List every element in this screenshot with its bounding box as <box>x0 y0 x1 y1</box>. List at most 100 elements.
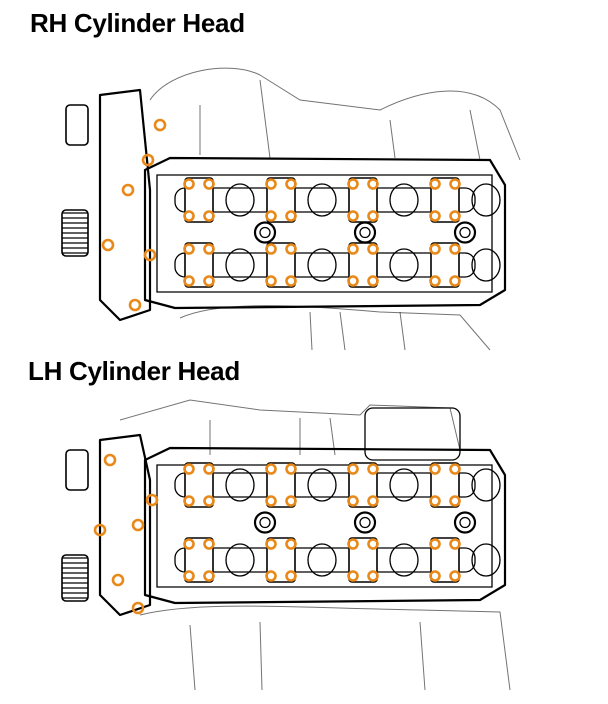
throttle-body <box>364 407 461 461</box>
cam-lobe <box>389 468 419 502</box>
camshaft-cap-bolt <box>203 495 215 507</box>
camshaft-bearing-cap <box>348 242 378 288</box>
camshaft-cap-bolt <box>265 570 277 582</box>
camshaft-bearing-cap <box>184 242 214 288</box>
camshaft-cap-bolt <box>285 178 297 190</box>
cam-lobe <box>225 468 255 502</box>
head-perimeter-bolt <box>101 238 115 252</box>
cam-lobe <box>307 543 337 577</box>
head-perimeter-bolt <box>143 248 157 262</box>
camshaft-cap-bolt <box>429 570 441 582</box>
camshaft-cap-bolt <box>449 275 461 287</box>
cylinder-head-inner-edge <box>156 174 493 293</box>
camshaft-cap-bolt <box>203 463 215 475</box>
camshaft-cap-bolt <box>285 570 297 582</box>
camshaft-cap-bolt <box>367 538 379 550</box>
camshaft-cap-bolt <box>265 210 277 222</box>
camshaft-bearing-cap <box>348 177 378 223</box>
intake-camshaft <box>174 187 476 213</box>
camshaft-cap-bolt <box>429 463 441 475</box>
camshaft-cap-bolt <box>429 243 441 255</box>
camshaft-cap-bolt <box>347 570 359 582</box>
camshaft-cap-bolt <box>183 495 195 507</box>
head-perimeter-bolt <box>111 573 125 587</box>
camshaft-cap-bolt <box>265 243 277 255</box>
cylinder-head-inner-edge <box>156 464 493 588</box>
camshaft-bearing-cap <box>348 462 378 508</box>
head-perimeter-bolt <box>103 453 117 467</box>
exhaust-camshaft <box>174 252 476 278</box>
camshaft-cap-bolt <box>285 495 297 507</box>
camshaft-cap-bolt <box>449 495 461 507</box>
camshaft-cap-bolt <box>203 178 215 190</box>
head-perimeter-bolt <box>145 493 159 507</box>
rh-cylinder-head-diagram <box>61 67 521 351</box>
lh-cylinder-head-title: LH Cylinder Head <box>28 356 240 386</box>
camshaft-cap-bolt <box>183 570 195 582</box>
camshaft-cap-bolt <box>367 178 379 190</box>
cam-lobe <box>225 543 255 577</box>
camshaft-bearing-cap <box>184 537 214 583</box>
camshaft-bearing-cap <box>266 177 296 223</box>
camshaft-cap-bolt <box>449 243 461 255</box>
camshaft-cap-bolt <box>183 538 195 550</box>
camshaft-cap-bolt <box>183 275 195 287</box>
cylinder-head-perimeter <box>143 446 507 605</box>
camshaft-bearing-cap <box>430 462 460 508</box>
spark-plug-tube <box>353 221 377 244</box>
head-perimeter-bolt <box>131 601 145 615</box>
block-detail-lines <box>199 79 481 161</box>
camshaft-bearing-cap <box>266 462 296 508</box>
camshaft-cap-bolt <box>285 243 297 255</box>
camshaft-bearing-cap <box>430 537 460 583</box>
head-perimeter-bolt <box>153 118 167 132</box>
camshaft-cap-bolt <box>347 178 359 190</box>
cam-lobe <box>389 183 419 217</box>
camshaft-cap-bolt <box>429 178 441 190</box>
camshaft-pulley-upper <box>65 449 89 491</box>
camshaft-cap-bolt <box>265 495 277 507</box>
cam-lobe <box>471 468 501 502</box>
intake-camshaft <box>174 472 476 498</box>
spark-plug-tube <box>253 511 277 534</box>
lower-block-details <box>309 311 406 351</box>
camshaft-cap-bolt <box>265 178 277 190</box>
cam-lobe <box>225 248 255 282</box>
spark-plug-tube-inner <box>459 226 471 239</box>
camshaft-cap-bolt <box>449 538 461 550</box>
camshaft-bearing-cap <box>348 537 378 583</box>
spark-plug-tube-inner <box>259 226 271 239</box>
head-perimeter-bolt <box>131 518 145 532</box>
cam-lobe <box>471 183 501 217</box>
timing-cover <box>98 433 152 617</box>
camshaft-bearing-cap <box>430 242 460 288</box>
camshaft-bearing-cap <box>184 462 214 508</box>
camshaft-cap-bolt <box>429 495 441 507</box>
lh-engine-outline <box>61 399 511 691</box>
camshaft-cap-bolt <box>203 570 215 582</box>
rh-engine-outline <box>61 67 521 351</box>
cam-lobe <box>471 248 501 282</box>
camshaft-cap-bolt <box>285 275 297 287</box>
intake-plenum-outline <box>149 67 521 161</box>
camshaft-bearing-cap <box>430 177 460 223</box>
spark-plug-tube-inner <box>459 516 471 529</box>
camshaft-cap-bolt <box>449 210 461 222</box>
cam-lobe <box>307 468 337 502</box>
camshaft-cap-bolt <box>285 463 297 475</box>
camshaft-cap-bolt <box>367 570 379 582</box>
lower-block-outline <box>179 305 491 351</box>
camshaft-cap-bolt <box>449 178 461 190</box>
cylinder-head-perimeter <box>143 156 507 310</box>
cam-lobe <box>471 543 501 577</box>
camshaft-cap-bolt <box>183 243 195 255</box>
camshaft-cap-bolt <box>265 275 277 287</box>
camshaft-cap-bolt <box>367 243 379 255</box>
camshaft-cap-bolt <box>285 538 297 550</box>
camshaft-bearing-cap <box>266 242 296 288</box>
camshaft-cap-bolt <box>367 210 379 222</box>
camshaft-cap-bolt <box>203 210 215 222</box>
camshaft-cap-bolt <box>347 463 359 475</box>
spark-plug-tube <box>253 221 277 244</box>
spark-plug-tube-inner <box>259 516 271 529</box>
